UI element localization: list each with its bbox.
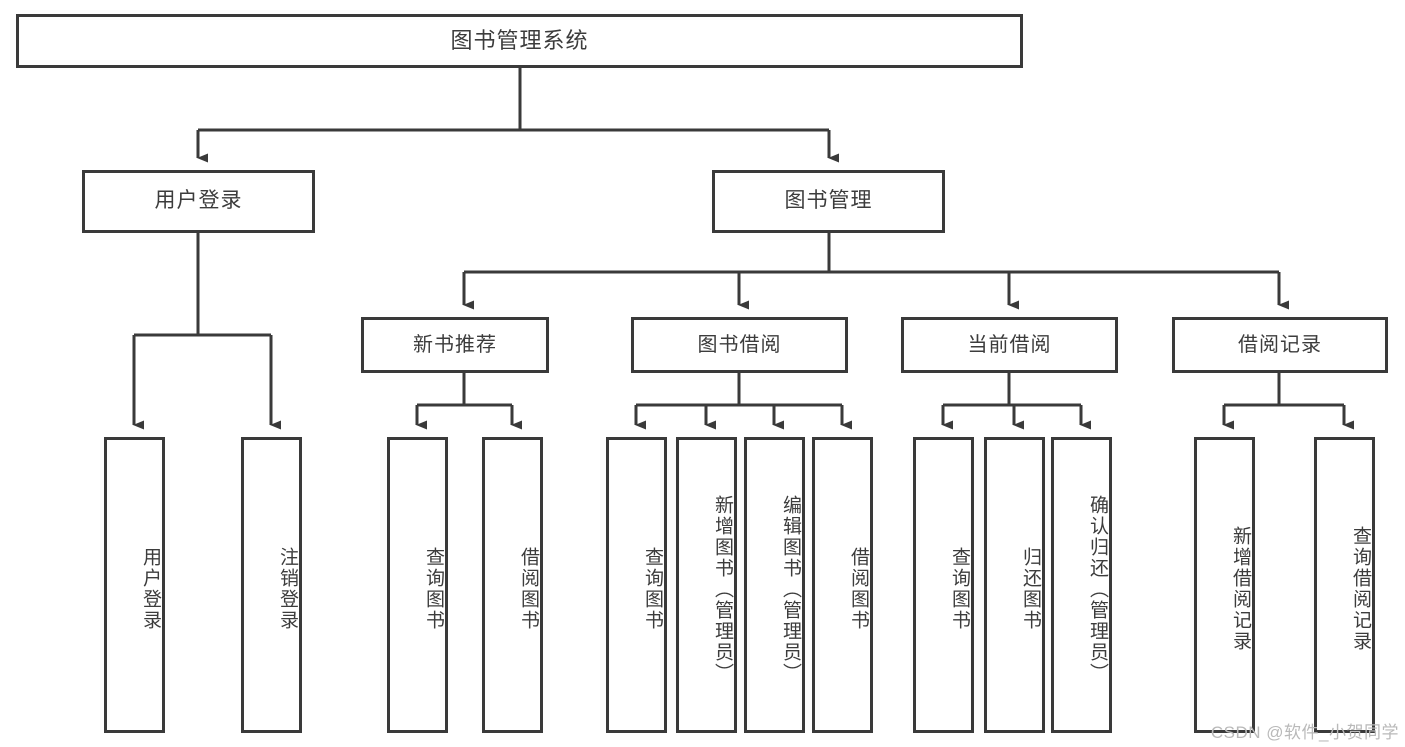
- node-new-book-recommend[interactable]: 新书推荐: [361, 317, 549, 373]
- node-user-login[interactable]: 用户登录: [82, 170, 315, 233]
- node-label: 归还图书: [1020, 547, 1041, 631]
- node-label: 借阅图书: [518, 547, 539, 631]
- node-root-system[interactable]: 图书管理系统: [16, 14, 1023, 68]
- node-label: 新书推荐: [413, 333, 497, 356]
- node-label: 新增借阅记录: [1230, 526, 1251, 652]
- node-label: 当前借阅: [967, 333, 1052, 356]
- node-label: 用户登录: [154, 189, 243, 213]
- node-label: 用户登录: [140, 547, 161, 631]
- leaf-book-borrow-borrow[interactable]: 借阅图书: [812, 437, 873, 733]
- node-label: 图书管理系统: [450, 28, 589, 54]
- node-current-borrow[interactable]: 当前借阅: [901, 317, 1118, 373]
- leaf-user-login-login[interactable]: 用户登录: [104, 437, 165, 733]
- node-book-borrow[interactable]: 图书借阅: [631, 317, 848, 373]
- leaf-user-login-logout[interactable]: 注销登录: [241, 437, 302, 733]
- leaf-current-borrow-confirm-return[interactable]: 确认归还（管理员）: [1051, 437, 1112, 733]
- leaf-book-borrow-add[interactable]: 新增图书（管理员）: [676, 437, 737, 733]
- node-label: 查询图书: [423, 547, 444, 631]
- node-label: 查询图书: [642, 547, 663, 631]
- watermark: CSDN @软件_小贺同学: [1210, 723, 1399, 742]
- node-label: 编辑图书（管理员）: [780, 494, 801, 684]
- node-label: 借阅图书: [848, 547, 869, 631]
- node-label: 确认归还（管理员）: [1087, 494, 1108, 684]
- node-label: 图书管理: [784, 189, 873, 213]
- leaf-borrow-record-add[interactable]: 新增借阅记录: [1194, 437, 1255, 733]
- leaf-book-borrow-edit[interactable]: 编辑图书（管理员）: [744, 437, 805, 733]
- node-book-management[interactable]: 图书管理: [712, 170, 945, 233]
- node-label: 借阅记录: [1238, 333, 1322, 356]
- leaf-current-borrow-query[interactable]: 查询图书: [913, 437, 974, 733]
- leaf-new-book-borrow[interactable]: 借阅图书: [482, 437, 543, 733]
- leaf-new-book-query[interactable]: 查询图书: [387, 437, 448, 733]
- node-label: 图书借阅: [697, 333, 782, 356]
- node-label: 查询图书: [949, 547, 970, 631]
- node-label: 查询借阅记录: [1350, 526, 1371, 652]
- node-label: 新增图书（管理员）: [712, 494, 733, 684]
- node-label: 注销登录: [277, 547, 298, 631]
- leaf-book-borrow-query[interactable]: 查询图书: [606, 437, 667, 733]
- leaf-borrow-record-query[interactable]: 查询借阅记录: [1314, 437, 1375, 733]
- leaf-current-borrow-return[interactable]: 归还图书: [984, 437, 1045, 733]
- node-borrow-record[interactable]: 借阅记录: [1172, 317, 1388, 373]
